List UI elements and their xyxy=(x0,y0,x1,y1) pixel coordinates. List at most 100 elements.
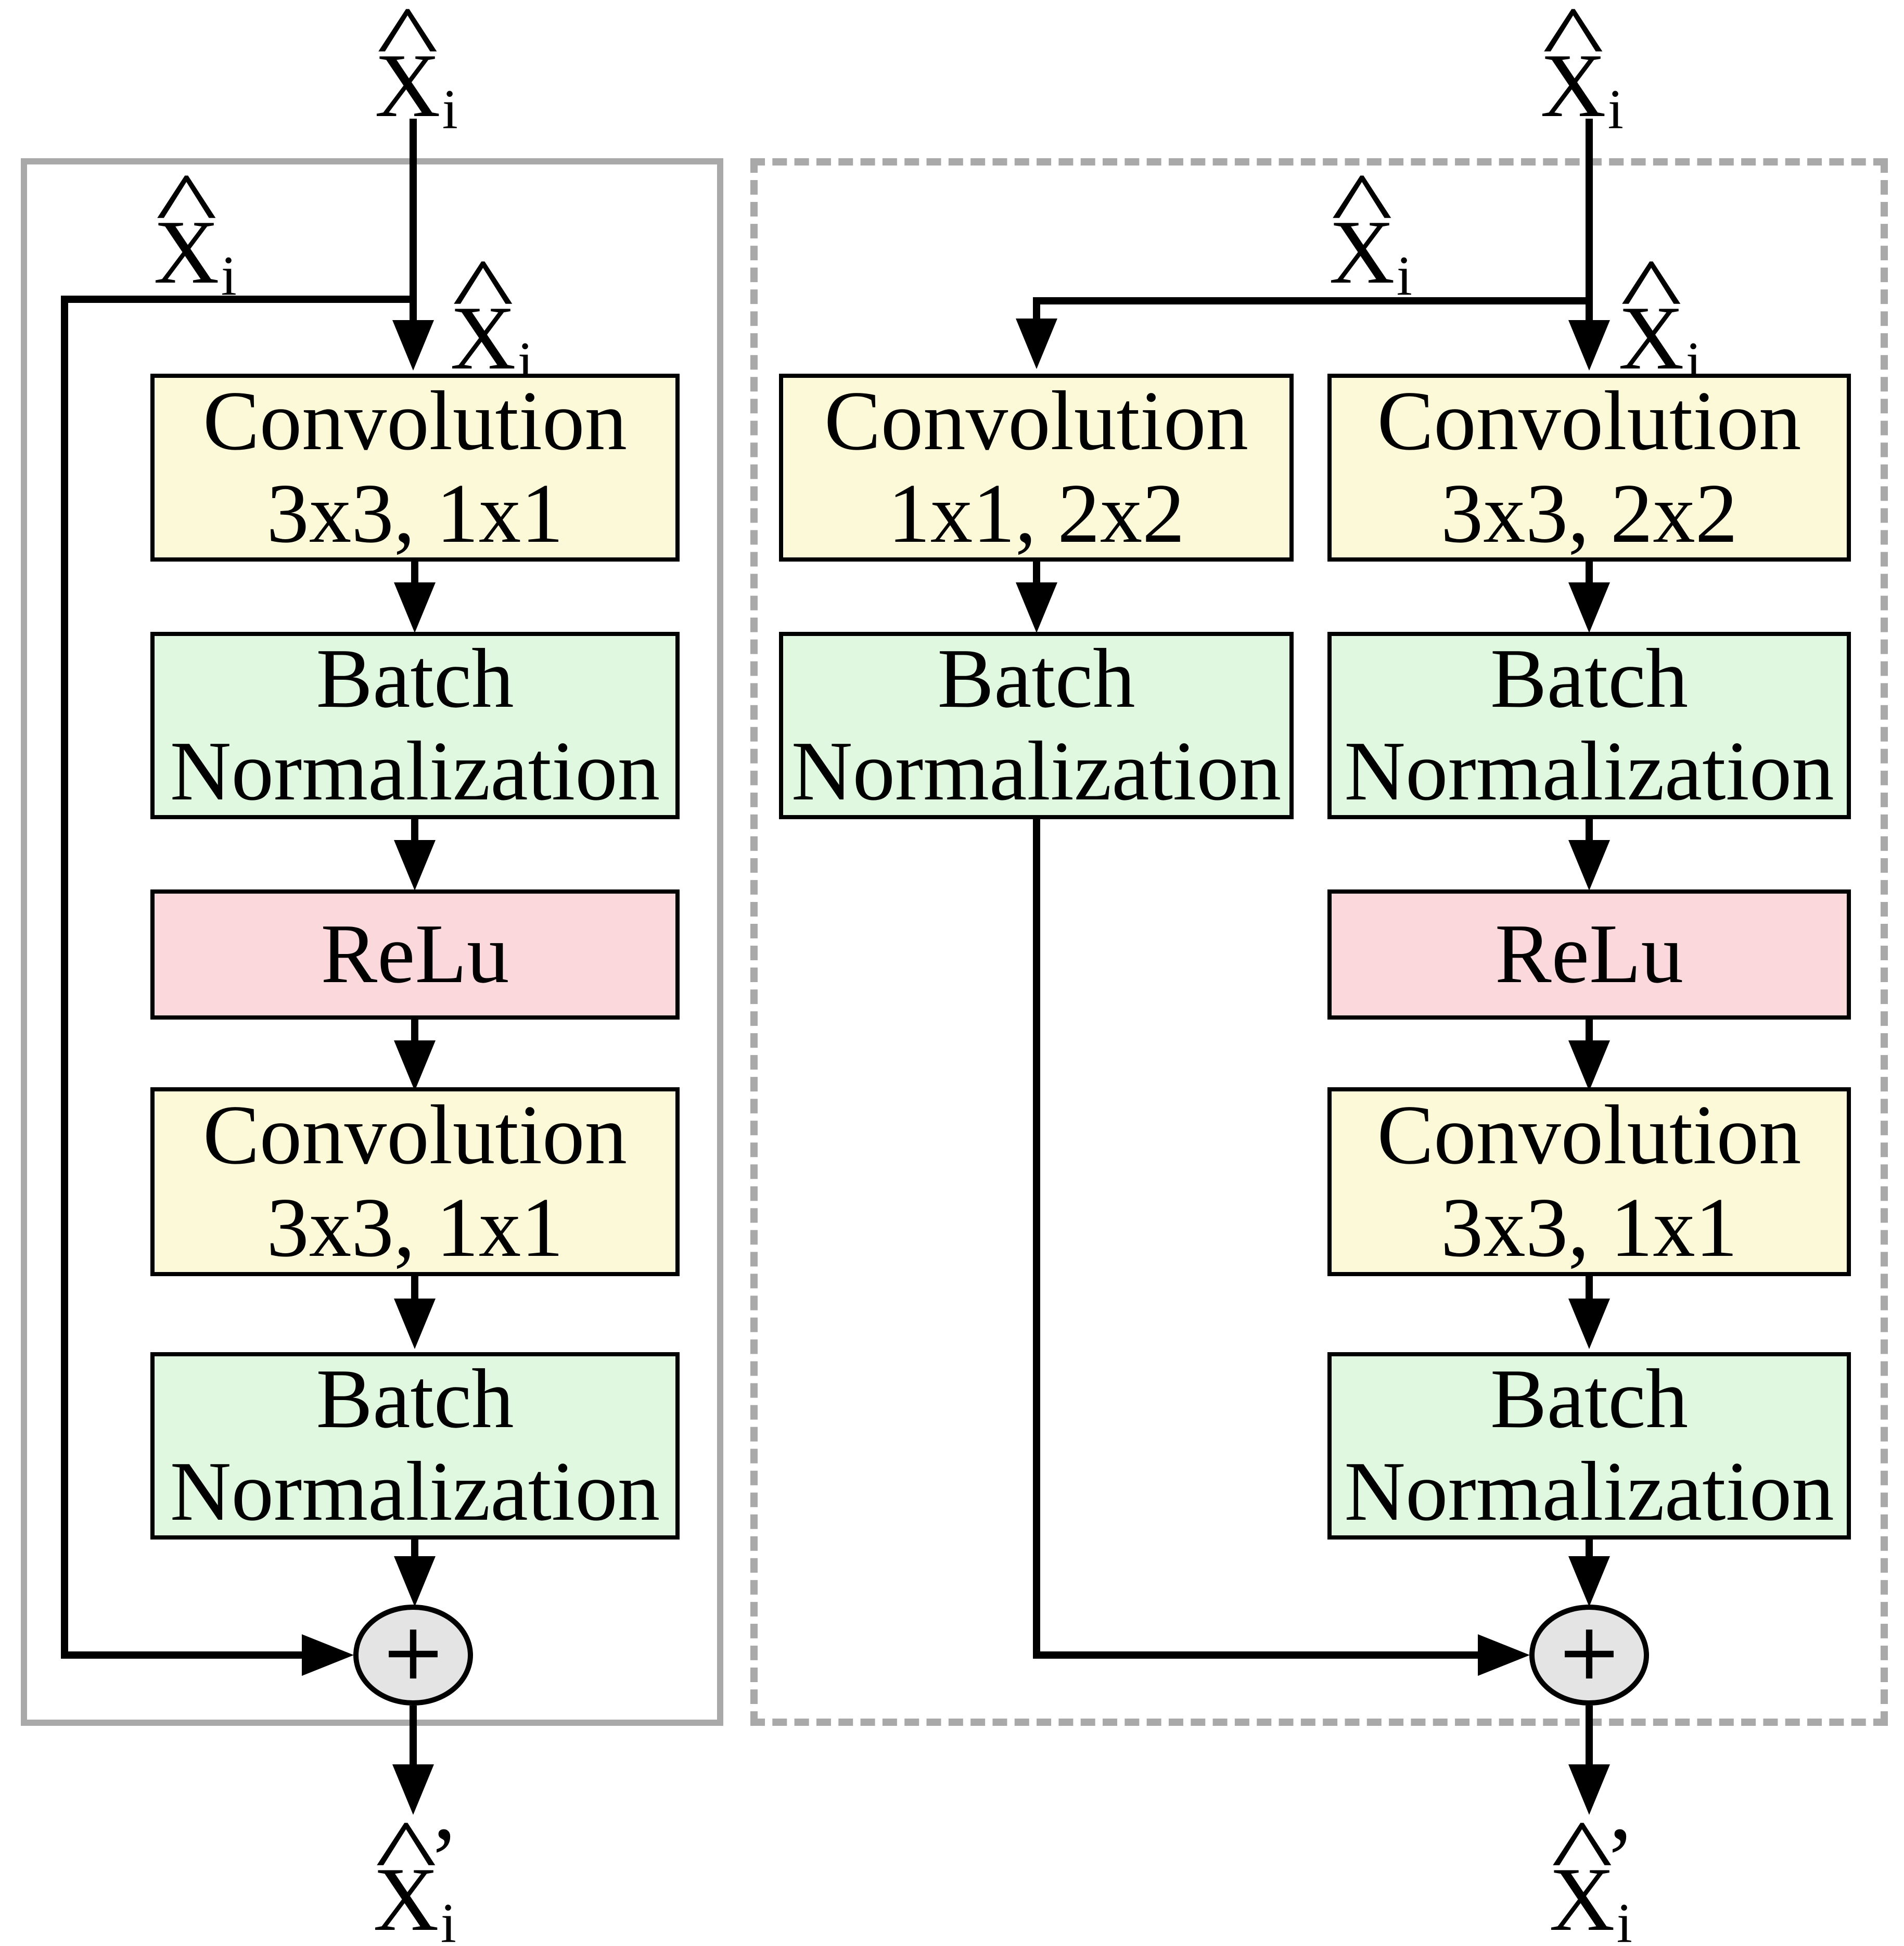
flow-line xyxy=(1586,562,1593,585)
hat-mark: ^ xyxy=(1331,154,1393,255)
layer-label-line: Normalization xyxy=(170,1445,660,1538)
relu-layer-box: ReLu xyxy=(1327,889,1851,1020)
layer-label-line: Normalization xyxy=(1344,1445,1834,1538)
arrow-down-icon xyxy=(394,1040,436,1091)
skip-path-label: ^ X i xyxy=(154,154,237,304)
hat-mark: ^ xyxy=(155,154,218,255)
arrow-down-icon xyxy=(394,1556,436,1607)
x-hat-symbol: ^ X ’ xyxy=(373,1801,459,1946)
flow-line xyxy=(411,1020,418,1043)
batchnorm-layer-box: Batch Normalization xyxy=(1327,632,1851,819)
flow-line xyxy=(411,562,418,585)
flow-line xyxy=(1586,1540,1593,1558)
arrow-down-icon xyxy=(1016,582,1057,633)
x-hat-symbol: ^ X xyxy=(1540,0,1606,136)
batchnorm-layer-box: Batch Normalization xyxy=(150,1352,680,1540)
arrow-down-icon xyxy=(1568,582,1610,633)
layer-label-line: ReLu xyxy=(1494,907,1684,1001)
layer-label-line: Convolution xyxy=(202,374,628,468)
skip-line xyxy=(1033,297,1040,321)
layer-label-line: Convolution xyxy=(824,374,1249,468)
layer-label-line: 3x3, 2x2 xyxy=(1440,466,1738,561)
flow-line xyxy=(1586,1706,1593,1765)
layer-label-line: 3x3, 1x1 xyxy=(1440,1180,1738,1275)
x-symbol: X xyxy=(1329,201,1395,302)
subscript-i: i xyxy=(1396,245,1412,308)
flow-line xyxy=(1586,819,1593,843)
skip-line xyxy=(1033,297,1589,304)
layer-label-line: Normalization xyxy=(1344,724,1834,818)
subscript-i: i xyxy=(1616,1892,1632,1946)
arrow-down-icon xyxy=(1568,840,1610,891)
downsample-residual-block-frame xyxy=(750,158,1888,1726)
arrow-down-icon xyxy=(394,1299,436,1349)
arrow-down-icon xyxy=(392,1764,434,1815)
x-hat-symbol: ^ X xyxy=(154,154,220,302)
input-label: ^ X i xyxy=(1540,0,1624,137)
layer-label-line: 1x1, 2x2 xyxy=(888,466,1185,561)
batchnorm-layer-box: Batch Normalization xyxy=(150,632,680,819)
flow-line xyxy=(1033,562,1040,585)
layer-label-line: ReLu xyxy=(321,907,509,1001)
output-label: ^ X ’ i xyxy=(373,1801,459,1946)
x-symbol: X xyxy=(375,35,441,136)
hat-mark: ^ xyxy=(376,0,439,88)
x-symbol: X xyxy=(373,1849,439,1946)
add-node: + xyxy=(1529,1605,1649,1706)
hat-mark: ^ xyxy=(1620,240,1682,341)
x-symbol: X xyxy=(1618,287,1684,388)
skip-line xyxy=(61,296,68,1659)
arrow-down-icon xyxy=(1568,1040,1610,1091)
subscript-i: i xyxy=(440,1892,456,1946)
arrow-down-icon xyxy=(392,320,434,371)
layer-label-line: Batch xyxy=(316,1352,514,1446)
conv-layer-box: Convolution 1x1, 2x2 xyxy=(779,374,1294,562)
arrow-down-icon xyxy=(394,840,436,891)
hat-mark: ^ xyxy=(375,1801,437,1902)
hat-mark: ^ xyxy=(1542,0,1604,88)
flow-line xyxy=(410,1706,417,1765)
x-symbol: X xyxy=(154,201,220,302)
hat-mark: ^ xyxy=(1551,1801,1613,1902)
x-symbol: X xyxy=(1549,1849,1615,1946)
conv-layer-box: Convolution 3x3, 1x1 xyxy=(150,374,680,562)
conv-layer-box: Convolution 3x3, 1x1 xyxy=(150,1087,680,1276)
flow-line xyxy=(1586,1020,1593,1043)
x-symbol: X xyxy=(1540,35,1606,136)
batchnorm-layer-box: Batch Normalization xyxy=(1327,1352,1851,1540)
subscript-i: i xyxy=(221,245,237,308)
output-label: ^ X ’ i xyxy=(1549,1801,1635,1946)
conv-layer-box: Convolution 3x3, 1x1 xyxy=(1327,1087,1851,1276)
hat-mark: ^ xyxy=(452,240,514,341)
x-hat-symbol: ^ X xyxy=(1329,154,1395,302)
flow-line xyxy=(1586,119,1593,322)
skip-line xyxy=(1033,819,1040,1659)
layer-label-line: 3x3, 1x1 xyxy=(266,1180,564,1275)
skip-line xyxy=(61,1651,302,1659)
add-node: + xyxy=(353,1605,473,1706)
skip-path-label: ^ X i xyxy=(1329,154,1412,304)
identity-residual-block-frame xyxy=(21,158,723,1726)
x-hat-symbol: ^ X xyxy=(375,0,441,136)
layer-label-line: Batch xyxy=(316,632,514,726)
plus-icon: + xyxy=(380,1607,446,1697)
main-path-label: ^ X i xyxy=(450,240,533,390)
arrow-down-icon xyxy=(1568,320,1610,371)
prime-mark: ’ xyxy=(428,1808,459,1910)
flow-line xyxy=(410,119,417,322)
arrow-down-icon xyxy=(1568,1556,1610,1607)
flow-line xyxy=(411,819,418,843)
layer-label-line: Batch xyxy=(937,632,1135,726)
layer-label-line: Convolution xyxy=(202,1088,628,1182)
main-path-label: ^ X i xyxy=(1618,240,1702,390)
arrow-right-icon xyxy=(302,1634,354,1676)
skip-line xyxy=(1033,1651,1478,1659)
layer-label-line: Batch xyxy=(1490,1352,1689,1446)
arrow-down-icon xyxy=(1568,1764,1610,1815)
conv-layer-box: Convolution 3x3, 2x2 xyxy=(1327,374,1851,562)
input-label: ^ X i xyxy=(375,0,458,137)
x-symbol: X xyxy=(450,287,516,388)
layer-label-line: Convolution xyxy=(1377,1088,1801,1182)
plus-icon: + xyxy=(1556,1607,1622,1697)
